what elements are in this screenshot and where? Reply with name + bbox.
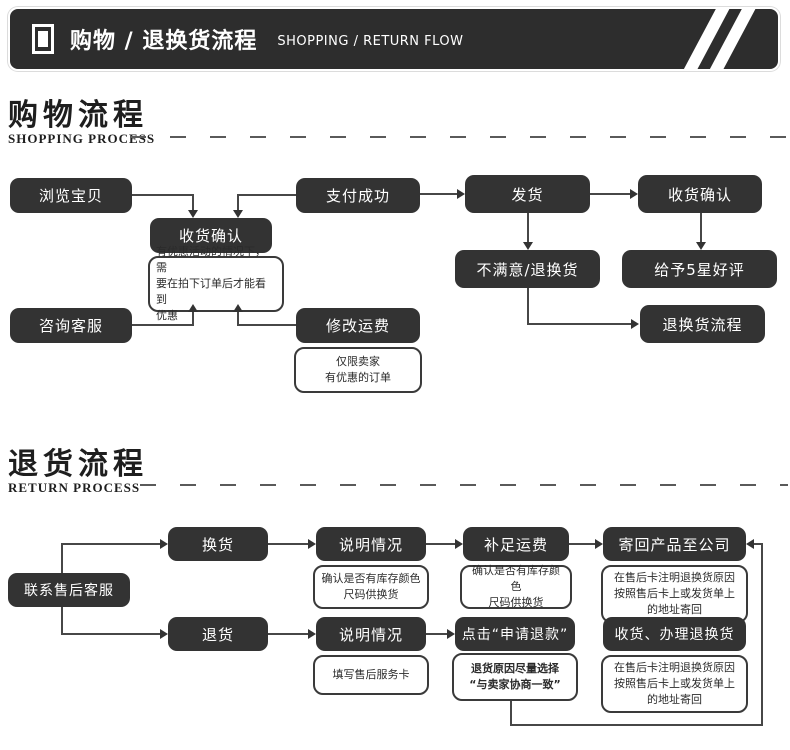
connector-line <box>569 543 595 545</box>
header-title: 购物 / 退换货流程 <box>70 29 258 54</box>
flow-node-ship: 发货 <box>465 175 590 213</box>
flow-node-explain-exchange: 说明情况 <box>316 527 426 561</box>
arrow-down-icon <box>233 210 243 218</box>
connector-line <box>132 194 193 196</box>
connector-line <box>192 194 194 210</box>
flow-node-explain-return: 说明情况 <box>316 617 426 651</box>
connector-line <box>510 724 763 726</box>
note-service-card: 填写售后服务卡 <box>313 655 429 695</box>
note-handle-address: 在售后卡注明退换货原因 按照售后卡上或发货单上 的地址寄回 <box>601 655 748 713</box>
note-refund-reason: 退货原因尽量选择 “与卖家协商一致” <box>452 653 578 701</box>
arrow-right-icon <box>595 539 603 549</box>
connector-line <box>761 543 763 726</box>
connector-line <box>238 324 296 326</box>
connector-line <box>527 213 529 243</box>
connector-line <box>61 543 161 545</box>
flow-node-modify-freight: 修改运费 <box>296 308 420 343</box>
arrow-left-icon <box>746 539 754 549</box>
connector-line <box>510 701 512 726</box>
connector-line <box>237 194 239 210</box>
connector-line <box>426 633 447 635</box>
arrow-down-icon <box>696 242 706 250</box>
section-shopping-title: 购物流程 SHOPPING PROCESS <box>8 101 155 147</box>
flow-node-apply-refund: 点击“申请退款” <box>455 617 575 651</box>
arrow-right-icon <box>457 189 465 199</box>
connector-line <box>268 543 308 545</box>
flow-node-five-star: 给予5星好评 <box>622 250 777 288</box>
connector-line <box>754 543 763 545</box>
arrow-right-icon <box>631 319 639 329</box>
square-bullet-icon <box>32 24 54 54</box>
arrow-right-icon <box>447 629 455 639</box>
note-freight: 仅限卖家 有优惠的订单 <box>294 347 422 393</box>
flow-node-exchange: 换货 <box>168 527 268 561</box>
header-subtitle: SHOPPING / RETURN FLOW <box>277 33 464 49</box>
section-title-cjk: 购物流程 <box>8 98 148 133</box>
connector-line <box>61 544 63 573</box>
flow-node-receive-confirm: 收货确认 <box>638 175 762 213</box>
arrow-right-icon <box>160 539 168 549</box>
connector-line <box>61 633 161 635</box>
section-return-title: 退货流程 RETURN PROCESS <box>8 450 148 496</box>
arrow-down-icon <box>188 210 198 218</box>
flow-node-browse: 浏览宝贝 <box>10 178 132 213</box>
section-title-en: SHOPPING PROCESS <box>8 131 156 146</box>
flow-node-freight-topup: 补足运费 <box>463 527 569 561</box>
flow-node-handle: 收货、办理退换货 <box>603 617 746 651</box>
flow-node-order-confirm: 收货确认 <box>150 218 272 253</box>
flow-node-send-back: 寄回产品至公司 <box>603 527 746 561</box>
connector-line <box>238 194 296 196</box>
connector-line <box>700 213 702 243</box>
arrow-right-icon <box>308 629 316 639</box>
flow-node-consult: 咨询客服 <box>10 308 132 343</box>
flow-node-return-goods: 退货 <box>168 617 268 651</box>
note-exchange-stock: 确认是否有库存颜色 尺码供换货 <box>313 565 429 609</box>
note-freight-topup-stock: 确认是否有库存颜色 尺码供换货 <box>460 564 572 609</box>
note-promo: 有优惠活动的情况下，需 要在拍下订单后才能看到 优惠 <box>148 245 284 322</box>
flow-node-unsatisfied: 不满意/退换货 <box>455 250 600 288</box>
arrow-right-icon <box>160 629 168 639</box>
connector-line <box>527 288 529 325</box>
note-send-back-address: 在售后卡注明退换货原因 按照售后卡上或发货单上 的地址寄回 <box>601 565 748 623</box>
connector-line <box>132 324 193 326</box>
flow-node-contact: 联系售后客服 <box>8 573 130 607</box>
connector-line <box>61 607 63 635</box>
connector-line <box>237 312 239 326</box>
arrow-up-icon <box>188 304 198 312</box>
arrow-right-icon <box>308 539 316 549</box>
arrow-down-icon <box>523 242 533 250</box>
connector-line <box>426 543 455 545</box>
section-title-cjk: 退货流程 <box>8 447 148 482</box>
connector-line <box>420 193 458 195</box>
connector-line <box>527 323 632 325</box>
dashed-divider <box>140 484 788 486</box>
arrow-up-icon <box>233 304 243 312</box>
section-title-en: RETURN PROCESS <box>8 480 141 495</box>
arrow-right-icon <box>630 189 638 199</box>
arrow-right-icon <box>455 539 463 549</box>
connector-line <box>192 312 194 326</box>
header-bar: 购物 / 退换货流程 SHOPPING / RETURN FLOW <box>8 7 780 71</box>
flow-node-pay: 支付成功 <box>296 178 420 213</box>
connector-line <box>590 193 631 195</box>
flow-node-return-entry: 退换货流程 <box>640 305 765 343</box>
dashed-divider <box>130 136 788 138</box>
connector-line <box>268 633 308 635</box>
